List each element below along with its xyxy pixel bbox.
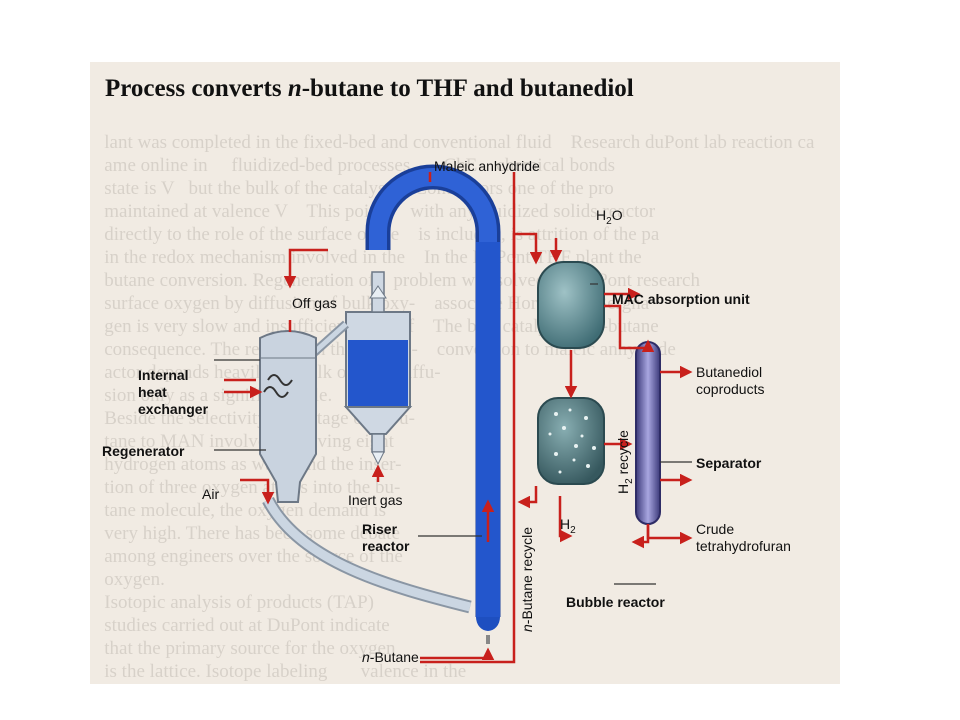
- mac-absorption-vessel: [537, 261, 605, 349]
- mac-absorption-label: MAC absorption unit: [612, 291, 750, 307]
- bubble-reactor-label: Bubble reactor: [566, 594, 665, 610]
- air-label: Air: [202, 486, 219, 502]
- off-gas-label: Off gas: [292, 295, 337, 311]
- butanediol-label-1: Butanediol: [696, 364, 762, 380]
- figure-title: Process converts n-butane to THF and but…: [105, 75, 634, 102]
- separator-column: [635, 341, 661, 525]
- regenerator-label: Regenerator: [102, 443, 185, 459]
- h2o-label: H2O: [596, 207, 623, 227]
- butanediol-label-2: coproducts: [696, 381, 764, 397]
- internal-heat-exchanger-label-2: heat: [138, 384, 167, 400]
- stripper-vessel: [343, 271, 413, 466]
- riser-reactor: [365, 164, 501, 644]
- riser-reactor-label-1: Riser: [362, 521, 398, 537]
- riser-reactor-label-2: reactor: [362, 538, 410, 554]
- n-butane-recycle-label: n-Butane recycle: [519, 527, 535, 632]
- regenerator-vessel: [259, 330, 317, 503]
- internal-heat-exchanger-label-1: Internal: [138, 367, 189, 383]
- crude-thf-label-2: tetrahydrofuran: [696, 538, 791, 554]
- h2-label: H2: [560, 516, 576, 536]
- separator-label: Separator: [696, 455, 762, 471]
- figure-panel: lant was completed in the fixed-bed and …: [90, 62, 840, 684]
- process-diagram: Maleic anhydride H2O MAC absorption unit…: [102, 158, 791, 665]
- internal-heat-exchanger-label-3: exchanger: [138, 401, 209, 417]
- maleic-anhydride-label: Maleic anhydride: [434, 158, 540, 174]
- process-flow-arrows: [224, 172, 693, 664]
- crude-thf-label-1: Crude: [696, 521, 734, 537]
- h2-recycle-label: H2 recycle: [615, 430, 635, 494]
- bubble-reactor-vessel: [537, 397, 605, 485]
- inert-gas-label: Inert gas: [348, 492, 402, 508]
- n-butane-label: n-Butane: [362, 649, 419, 665]
